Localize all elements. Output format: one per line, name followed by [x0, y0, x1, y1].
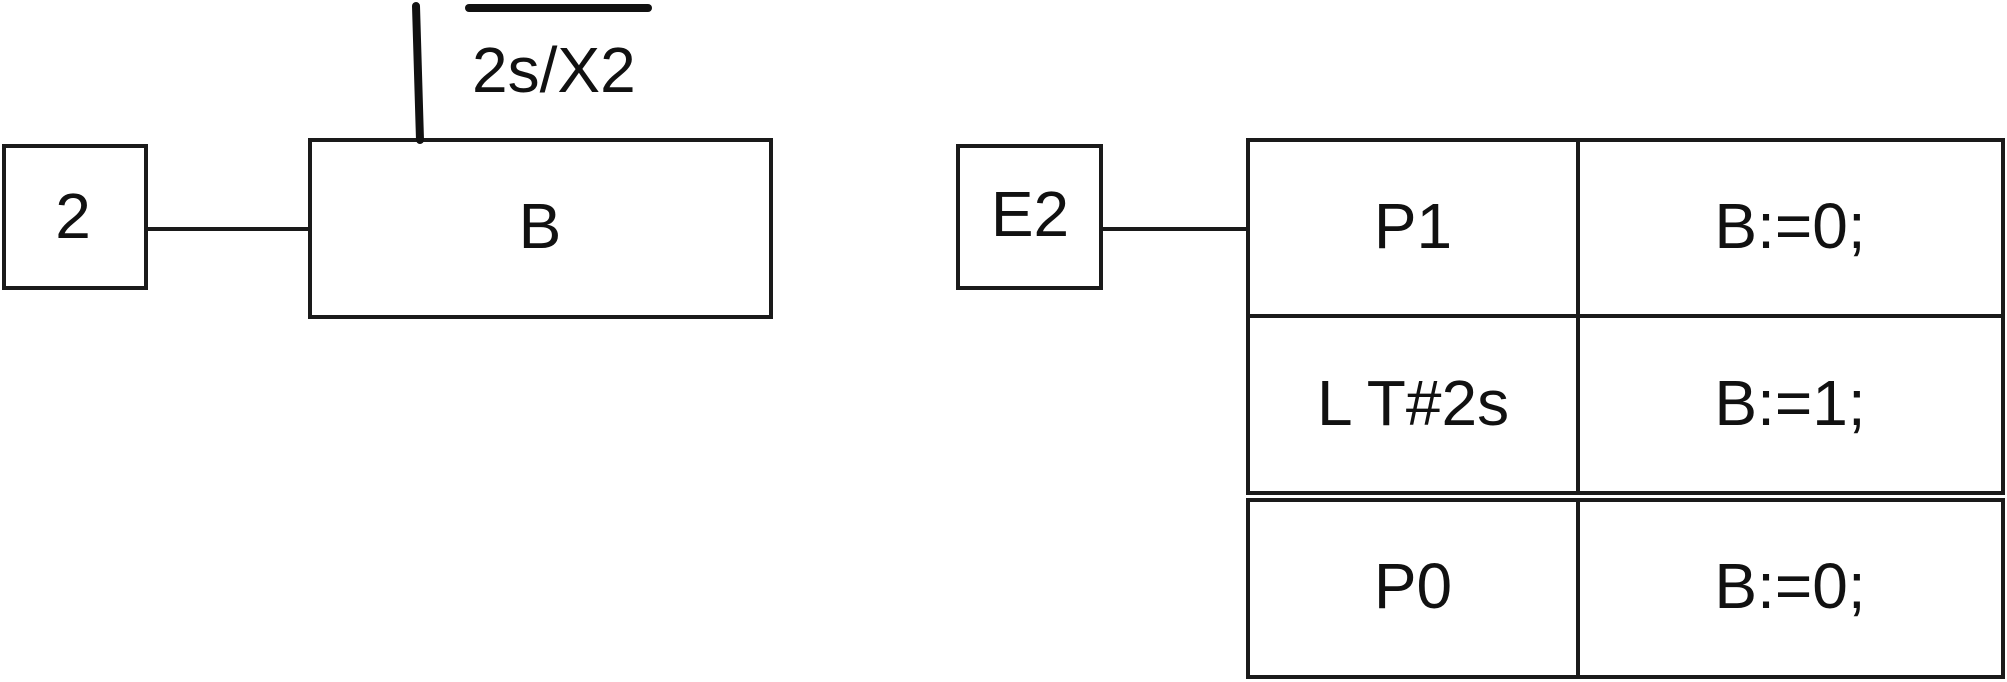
action-table: P1 B:=0; L T#2s B:=1; P0 B:=0;	[1246, 138, 2005, 679]
step-label-e2: E2	[991, 178, 1069, 250]
action-cell-3	[1576, 498, 2005, 679]
action-cell-2	[1576, 314, 2005, 495]
qualifier-label-2: L T#2s	[1317, 367, 1509, 439]
qualifier-cell-2	[1246, 314, 1580, 495]
left-step-group: 2 B 2s/X2	[2, 2, 773, 319]
step-box-2	[2, 144, 148, 290]
action-label-2: B:=1;	[1714, 367, 1865, 439]
qualifier-cell-3	[1246, 498, 1580, 679]
condition-label: 2s/X2	[472, 34, 636, 106]
action-label-3: B:=0;	[1714, 550, 1865, 622]
condition-indicator-line	[412, 2, 424, 144]
action-label-1: B:=0;	[1714, 190, 1865, 262]
qualifier-label-3: P0	[1374, 550, 1452, 622]
right-step-group: E2 P1 B:=0; L T#2s B:=1; P0 B:=0;	[956, 138, 2005, 679]
step-box-e2	[956, 144, 1103, 290]
action-label-b: B	[519, 190, 562, 262]
action-block-b	[308, 138, 773, 319]
step-label-2: 2	[55, 180, 91, 252]
qualifier-label-1: P1	[1374, 190, 1452, 262]
